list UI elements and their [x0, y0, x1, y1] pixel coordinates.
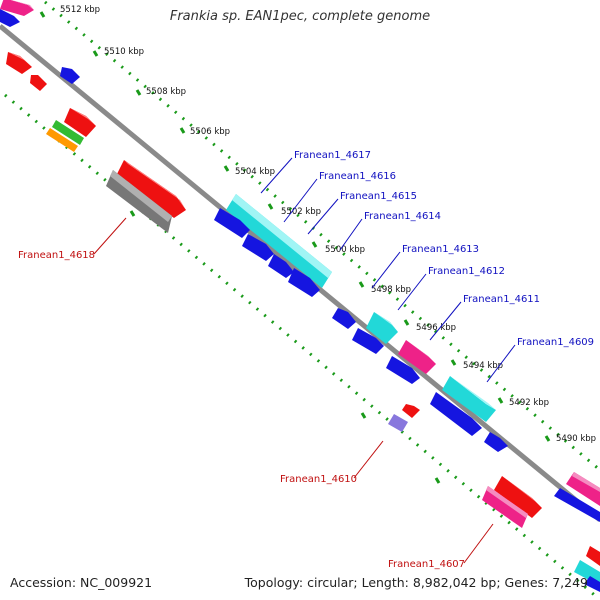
feature-arrow[interactable]: [226, 194, 332, 288]
feature-arrow[interactable]: [288, 268, 320, 297]
gene-label[interactable]: Franean1_4617: [294, 150, 371, 161]
tick-label: 5510 kbp: [104, 47, 144, 57]
gene-label[interactable]: Franean1_4614: [364, 211, 441, 222]
leader-lines-blue: [260, 157, 516, 383]
feature-arrow[interactable]: [584, 576, 600, 592]
map-title: Frankia sp. EAN1pec, complete genome: [169, 9, 431, 24]
feature-arrow[interactable]: [430, 392, 482, 436]
inner-dotted-ring: [4, 93, 599, 600]
feature-arrow[interactable]: [0, 0, 34, 16]
gene-label[interactable]: Franean1_4609: [517, 337, 594, 348]
leader-lines-red: [93, 217, 494, 564]
tick-label: 5502 kbp: [281, 207, 321, 217]
feature-arrow[interactable]: [388, 414, 408, 432]
feature-arrow[interactable]: [30, 75, 47, 91]
tick-label: 5504 kbp: [235, 167, 275, 177]
feature-arrow[interactable]: [60, 67, 80, 84]
tick-label: 5508 kbp: [146, 87, 186, 97]
feature-arrow[interactable]: [64, 108, 96, 137]
feature-arrow[interactable]: [484, 432, 508, 452]
feature-arrow[interactable]: [586, 546, 600, 566]
feature-arrow[interactable]: [0, 8, 20, 27]
feature-arrow[interactable]: [402, 404, 420, 418]
feature-arrow[interactable]: [352, 328, 384, 354]
feature-arrow[interactable]: [214, 208, 250, 238]
accession-text: Accession: NC_009921: [10, 575, 153, 590]
outer-dotted-ring: [44, 0, 600, 472]
feature-arrow[interactable]: [46, 128, 78, 152]
feature-arrow[interactable]: [494, 476, 542, 518]
tick-label: 5500 kbp: [325, 245, 365, 255]
feature-arrow[interactable]: [442, 376, 496, 422]
feature-arrow[interactable]: [482, 486, 528, 528]
gene-label[interactable]: Franean1_4610: [280, 474, 357, 485]
tick-label: 5506 kbp: [190, 127, 230, 137]
gene-label[interactable]: Franean1_4616: [319, 171, 396, 182]
feature-arrow[interactable]: [366, 312, 398, 344]
gene-label[interactable]: Franean1_4611: [463, 294, 540, 305]
feature-arrow[interactable]: [386, 356, 420, 384]
gene-label[interactable]: Franean1_4618: [18, 250, 95, 261]
feature-arrow[interactable]: [268, 254, 294, 278]
gene-label[interactable]: Franean1_4615: [340, 191, 417, 202]
gene-label[interactable]: Franean1_4613: [402, 244, 479, 255]
tick-marks: [39, 11, 551, 484]
feature-arrow[interactable]: [6, 52, 32, 74]
feature-arrow[interactable]: [52, 120, 84, 145]
tick-label: 5490 kbp: [556, 434, 596, 444]
feature-arrow[interactable]: [398, 340, 436, 374]
tick-label: 5496 kbp: [416, 323, 456, 333]
tick-label: 5512 kbp: [60, 5, 100, 15]
gene-label[interactable]: Franean1_4607: [388, 559, 465, 570]
feature-arrow[interactable]: [106, 170, 172, 233]
gene-label[interactable]: Franean1_4612: [428, 266, 505, 277]
feature-arrow[interactable]: [566, 472, 600, 506]
tick-label: 5498 kbp: [371, 285, 411, 295]
tick-label: 5494 kbp: [463, 361, 503, 371]
tick-label: 5492 kbp: [509, 398, 549, 408]
feature-arrow[interactable]: [242, 234, 274, 261]
summary-text: Topology: circular; Length: 8,982,042 bp…: [244, 575, 588, 590]
feature-arrow[interactable]: [554, 488, 600, 522]
feature-arrow[interactable]: [116, 160, 186, 218]
feature-arrow[interactable]: [332, 308, 356, 329]
